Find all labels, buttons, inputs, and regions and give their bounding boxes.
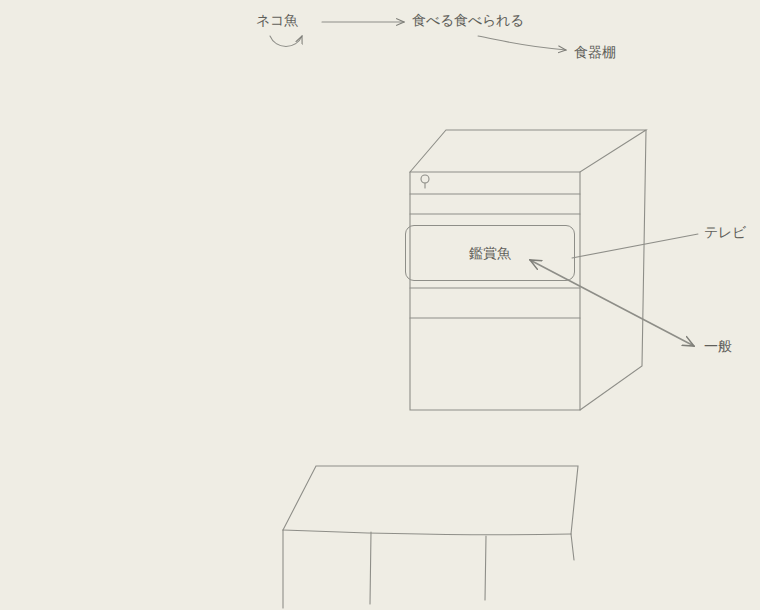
flow-arrow [322,21,404,22]
sketch-note: 食器棚 [574,44,616,61]
sketch-note: 食べる食べられる [412,12,524,29]
loop-arrow [270,36,302,47]
cabinet-illustration [410,130,646,410]
sketch-note: 一般 [704,338,732,355]
double-arrow [530,260,694,346]
sketch-note: ネコ魚 [256,12,298,29]
drawer-label: 鑑賞魚 [469,245,511,262]
box-illustration [283,466,578,608]
drawer-box: 鑑賞魚 [405,225,575,281]
sketch-note: テレビ [704,224,746,241]
leader-line [572,234,698,258]
flow-arrow [478,36,566,50]
